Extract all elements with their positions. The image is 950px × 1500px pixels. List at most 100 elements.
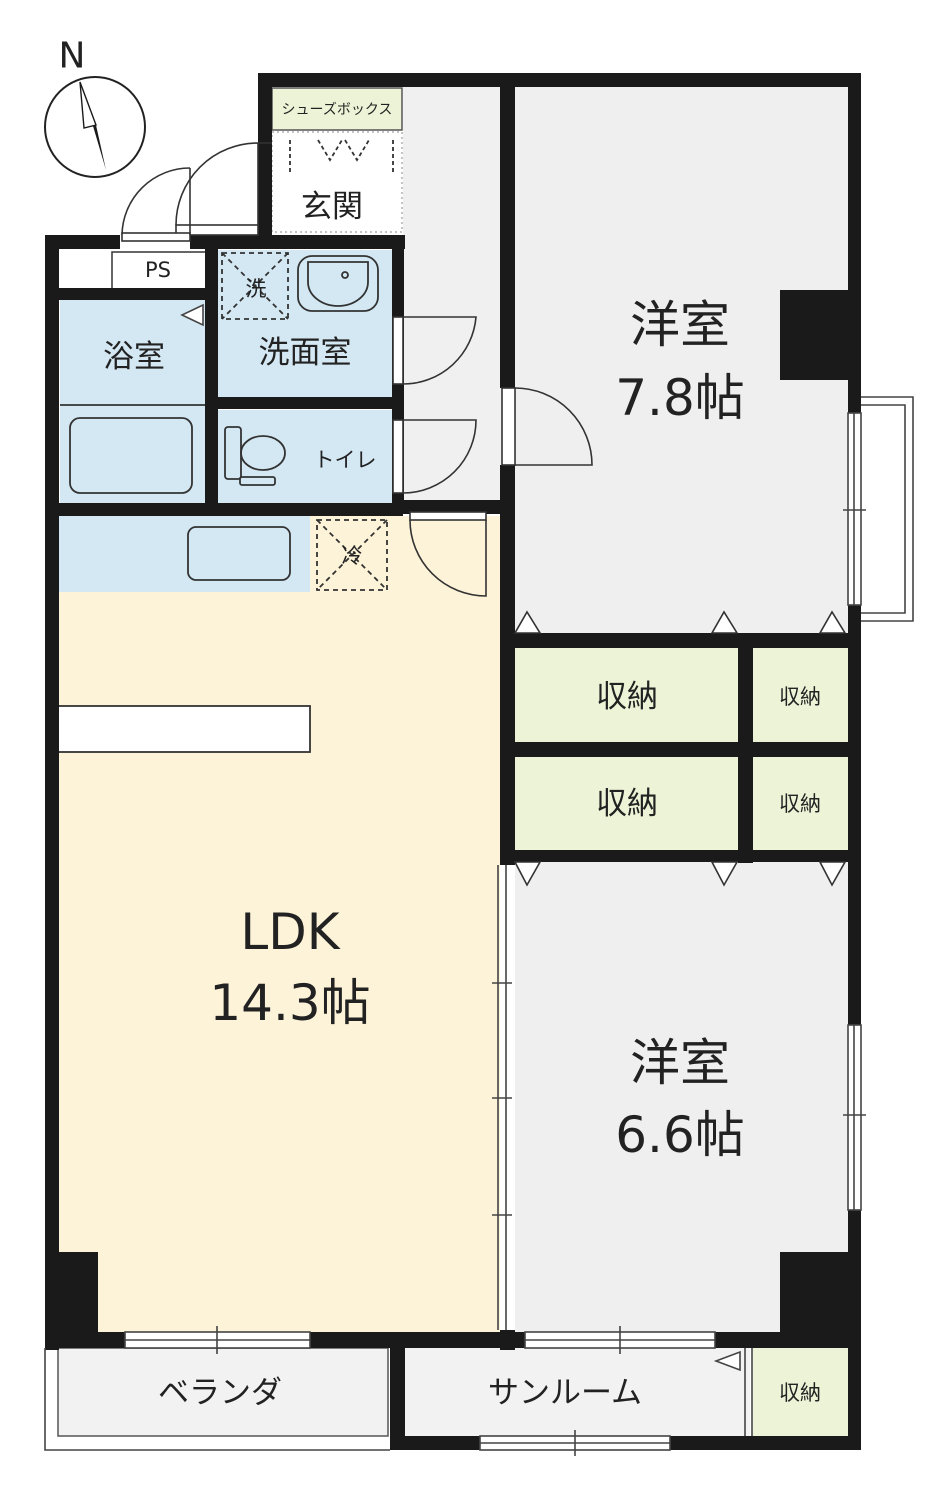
- storage-door-mark-5: [710, 861, 739, 887]
- wall-ps-bottom: [59, 288, 209, 300]
- wall-bath-bottom: [45, 503, 403, 516]
- wash-drain: [341, 271, 349, 279]
- wall-storage-divider: [738, 633, 753, 863]
- washer-space-label: 洗: [246, 277, 267, 301]
- wall-top-right: [258, 73, 861, 87]
- storage-door-mark-1: [513, 610, 542, 634]
- western-room-1-name: 洋室: [630, 296, 730, 354]
- bathroom-label: 浴室: [103, 339, 165, 375]
- partitions: [180, 303, 753, 1436]
- wall-sunroom-bottom-b: [670, 1436, 861, 1450]
- compass: N: [44, 36, 146, 178]
- storage-door-mark-6: [818, 861, 847, 887]
- western-room-2-name: 洋室: [630, 1034, 730, 1092]
- wash-basin: [297, 255, 379, 312]
- toilet-base: [239, 476, 276, 486]
- pipe-space: [111, 251, 208, 290]
- entrance-door-leaf-b: [121, 232, 191, 242]
- wall-center-mid: [500, 465, 515, 865]
- wall-right-mid: [848, 605, 861, 1025]
- doors: [121, 142, 847, 887]
- toilet-bowl: [240, 435, 286, 471]
- entrance-door-a: [175, 142, 272, 226]
- wall-room2-top: [515, 850, 850, 862]
- storage-door-mark-4: [513, 861, 542, 887]
- sunroom-door-mark: [713, 1350, 741, 1372]
- fridge-space: [316, 519, 388, 591]
- wall-right-lower: [848, 1210, 861, 1450]
- toilet-door-jamb: [392, 419, 404, 494]
- wall-room1-bottom: [515, 633, 850, 648]
- fixtures: [57, 131, 403, 753]
- washer-space: [221, 252, 289, 320]
- veranda-floor: [57, 1347, 389, 1437]
- floor-fills: [57, 85, 850, 1437]
- sunroom-floor: [405, 1348, 750, 1436]
- wall-corridor-bottom: [403, 500, 503, 514]
- column-room2: [780, 1252, 850, 1334]
- wall-left-top: [45, 235, 120, 249]
- kitchen-sink: [187, 526, 291, 581]
- ldk-name: LDK: [240, 903, 340, 961]
- shoe-box: [271, 87, 403, 131]
- wash-bowl: [307, 261, 369, 307]
- wall-bottom-main-2: [310, 1332, 525, 1348]
- washroom-door-jamb: [392, 316, 404, 385]
- toilet-label: トイレ: [314, 448, 377, 472]
- storage-door-mark-3: [818, 610, 847, 634]
- kitchen-peninsula: [57, 705, 311, 753]
- bay-window: [861, 396, 914, 622]
- fridge-space-label: 冷: [342, 544, 363, 568]
- wall-sunroom-left: [390, 1348, 405, 1450]
- storage-5-label: 収納: [779, 1381, 821, 1405]
- wall-top-mid: [190, 235, 405, 249]
- washroom-door: [402, 316, 477, 385]
- entrance-door-leaf-a: [175, 224, 259, 236]
- bathroom-floor: [60, 300, 205, 503]
- bathtub: [69, 417, 193, 494]
- wall-storage-middle: [515, 742, 850, 757]
- compass-north-label: N: [59, 36, 86, 77]
- storage-3-label: 収納: [596, 786, 658, 822]
- wall-bath-right: [205, 249, 218, 511]
- hallway-floor: [403, 85, 502, 505]
- windows: [44, 396, 914, 1456]
- walls: [45, 73, 861, 1450]
- wall-top-left-stub: [258, 73, 272, 238]
- room-labels: 洋室 7.8帖 洋室 6.6帖 LDK 14.3帖 浴室 洗面室 トイレ 玄関 …: [103, 102, 821, 1411]
- shoe-box-door-marks: [289, 139, 394, 175]
- ldk-door-jamb: [409, 511, 487, 521]
- ldk-door: [409, 519, 487, 597]
- room1-door: [514, 387, 593, 466]
- washer-cross-b: [221, 252, 289, 320]
- storage-1-label: 収納: [596, 679, 658, 715]
- western-room-2-size: 6.6帖: [615, 1106, 745, 1164]
- sunroom-label: サンルーム: [488, 1375, 642, 1411]
- western-room-1-size: 7.8帖: [615, 369, 745, 427]
- toilet-door: [402, 419, 477, 494]
- column-ldk: [45, 1252, 98, 1334]
- wall-center-upper: [500, 73, 515, 388]
- entrance-door-b: [121, 167, 191, 236]
- washroom-label: 洗面室: [259, 335, 352, 371]
- bay-window-inner: [861, 404, 906, 614]
- column-room1: [780, 290, 850, 380]
- pipe-space-label: PS: [145, 258, 171, 282]
- shoe-box-label: シューズボックス: [282, 102, 393, 118]
- compass-ring: [44, 76, 146, 178]
- room1-door-jamb: [501, 387, 516, 466]
- storage-4-label: 収納: [779, 792, 821, 816]
- wall-sunroom-bottom-a: [390, 1436, 480, 1450]
- wall-bottom-main: [45, 1332, 125, 1348]
- veranda-rail: [44, 1348, 390, 1451]
- washroom-floor: [218, 250, 393, 397]
- fridge-cross-b: [316, 519, 388, 591]
- toilet-floor: [218, 410, 393, 503]
- bath-door-mark: [180, 303, 204, 327]
- wall-wash-toilet: [205, 397, 403, 409]
- ldk-size: 14.3帖: [209, 974, 370, 1032]
- storage-2-label: 収納: [779, 685, 821, 709]
- wall-bottom-main-3: [715, 1332, 861, 1348]
- wall-right-upper: [848, 73, 861, 413]
